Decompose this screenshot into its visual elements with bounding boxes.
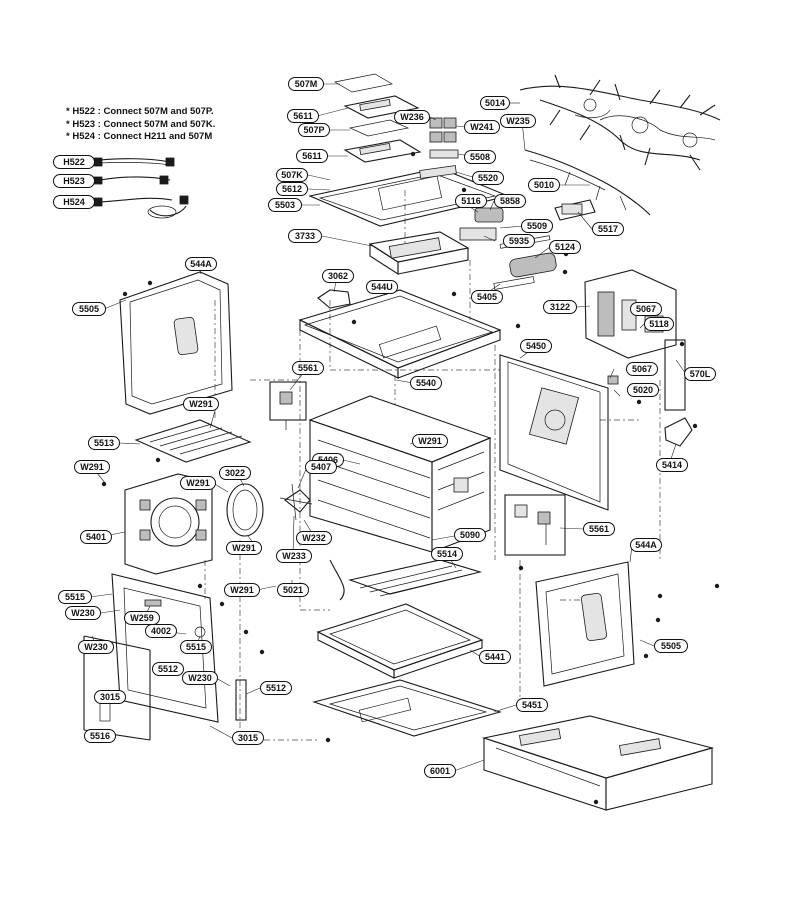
note-h524: * H524 : Connect H211 and 507M bbox=[66, 131, 213, 142]
bottom-drawer-6001 bbox=[481, 715, 715, 811]
callout-5514: 5514 bbox=[431, 547, 463, 561]
callout-5010: 5010 bbox=[528, 178, 560, 192]
callout-5441: 5441 bbox=[479, 650, 511, 664]
callout-5505-a: 5505 bbox=[72, 302, 106, 316]
callout-W291-f: W291 bbox=[224, 583, 260, 597]
callout-544A-top: 544A bbox=[185, 257, 217, 271]
callout-5090: 5090 bbox=[454, 528, 486, 542]
callout-5512-b: 5512 bbox=[260, 681, 292, 695]
callout-544U: 544U bbox=[366, 280, 398, 294]
callout-h524: H524 bbox=[53, 195, 95, 209]
callout-5858: 5858 bbox=[494, 194, 526, 208]
callout-h522: H522 bbox=[53, 155, 95, 169]
side-panel-544A-right bbox=[535, 561, 635, 687]
callout-5540: 5540 bbox=[410, 376, 442, 390]
note-h522: * H522 : Connect 507M and 507P. bbox=[66, 106, 214, 117]
door-frame-left bbox=[111, 573, 219, 723]
callout-3015-b: 3015 bbox=[232, 731, 264, 745]
callout-W259: W259 bbox=[124, 611, 160, 625]
callout-5124: 5124 bbox=[549, 240, 581, 254]
callout-5505-b: 5505 bbox=[654, 639, 688, 653]
callout-W291-b: W291 bbox=[412, 434, 448, 448]
callout-W232: W232 bbox=[296, 531, 332, 545]
callout-507K: 507K bbox=[276, 168, 308, 182]
callout-5503: 5503 bbox=[268, 198, 302, 212]
broil-element-5513 bbox=[134, 419, 252, 463]
callout-5611-a: 5611 bbox=[287, 109, 319, 123]
callout-570L: 570L bbox=[684, 367, 716, 381]
callout-W235: W235 bbox=[500, 114, 536, 128]
callout-W291-e: W291 bbox=[226, 541, 262, 555]
callout-507M: 507M bbox=[288, 77, 324, 91]
callout-5515-b: 5515 bbox=[180, 640, 212, 654]
callout-3062: 3062 bbox=[322, 269, 354, 283]
callout-5612: 5612 bbox=[276, 182, 308, 196]
control-board-3733 bbox=[368, 231, 470, 276]
callout-6001: 6001 bbox=[424, 764, 456, 778]
callout-3122: 3122 bbox=[543, 300, 577, 314]
callout-5517: 5517 bbox=[592, 222, 624, 236]
callout-5512-a: 5512 bbox=[152, 662, 184, 676]
callout-5405: 5405 bbox=[471, 290, 503, 304]
sensor-5561-right bbox=[504, 494, 566, 556]
callout-5020: 5020 bbox=[627, 383, 659, 397]
callout-W241: W241 bbox=[464, 120, 500, 134]
callout-W230-a: W230 bbox=[65, 606, 101, 620]
side-panel-544A-left bbox=[119, 271, 233, 415]
back-panel-5450 bbox=[499, 354, 609, 511]
base-plate-5451 bbox=[312, 679, 502, 737]
callout-5116: 5116 bbox=[455, 194, 487, 208]
callout-5118: 5118 bbox=[644, 317, 674, 331]
callout-4002: 4002 bbox=[145, 624, 177, 638]
callout-5515-a: 5515 bbox=[58, 590, 92, 604]
callout-5520: 5520 bbox=[472, 171, 504, 185]
callout-W230-c: W230 bbox=[182, 671, 218, 685]
callout-507P: 507P bbox=[298, 123, 330, 137]
callout-5516: 5516 bbox=[84, 729, 116, 743]
harness-illustrations bbox=[93, 157, 189, 219]
callout-3022: 3022 bbox=[219, 466, 251, 480]
callout-5450: 5450 bbox=[520, 339, 552, 353]
callout-3733: 3733 bbox=[288, 229, 322, 243]
callout-W291-d: W291 bbox=[180, 476, 216, 490]
callout-5611-b: 5611 bbox=[296, 149, 328, 163]
callout-W291-a: W291 bbox=[183, 397, 219, 411]
callout-5935: 5935 bbox=[503, 234, 535, 248]
relay-block bbox=[419, 117, 459, 179]
wire-harness-5010 bbox=[524, 149, 651, 216]
callout-5014: 5014 bbox=[480, 96, 510, 110]
door-strip-5512 bbox=[235, 679, 247, 721]
connection-notes: * H522 : Connect 507M and 507P. * H523 :… bbox=[66, 106, 215, 144]
callout-W291-c: W291 bbox=[74, 460, 110, 474]
callout-3015-a: 3015 bbox=[94, 690, 126, 704]
callout-5451: 5451 bbox=[516, 698, 548, 712]
callout-5508: 5508 bbox=[464, 150, 496, 164]
callout-5067-b: 5067 bbox=[626, 362, 658, 376]
wire-harness-5014 bbox=[519, 74, 721, 171]
callout-W233: W233 bbox=[276, 549, 312, 563]
callout-5561-a: 5561 bbox=[292, 361, 324, 375]
callout-5561-b: 5561 bbox=[583, 522, 615, 536]
callout-5021: 5021 bbox=[277, 583, 309, 597]
callout-h523: H523 bbox=[53, 174, 95, 188]
sensor-5561-top bbox=[269, 381, 307, 430]
callout-5407: 5407 bbox=[305, 460, 337, 474]
callout-W236: W236 bbox=[394, 110, 430, 124]
convection-cover-5401 bbox=[124, 473, 213, 575]
callout-5067-a: 5067 bbox=[630, 302, 662, 316]
drip-tray-5441 bbox=[316, 603, 484, 679]
callout-5509: 5509 bbox=[521, 219, 553, 233]
callout-5414: 5414 bbox=[656, 458, 688, 472]
top-cover-544U bbox=[298, 289, 502, 379]
convection-element-3022 bbox=[226, 483, 313, 537]
callout-544A-bottom: 544A bbox=[630, 538, 662, 552]
bake-element-5514 bbox=[329, 559, 483, 601]
right-control-parts bbox=[584, 269, 693, 447]
callout-5513: 5513 bbox=[88, 436, 120, 450]
callout-W230-b: W230 bbox=[78, 640, 114, 654]
callout-5401: 5401 bbox=[80, 530, 112, 544]
note-h523: * H523 : Connect 507M and 507K. bbox=[66, 118, 216, 130]
